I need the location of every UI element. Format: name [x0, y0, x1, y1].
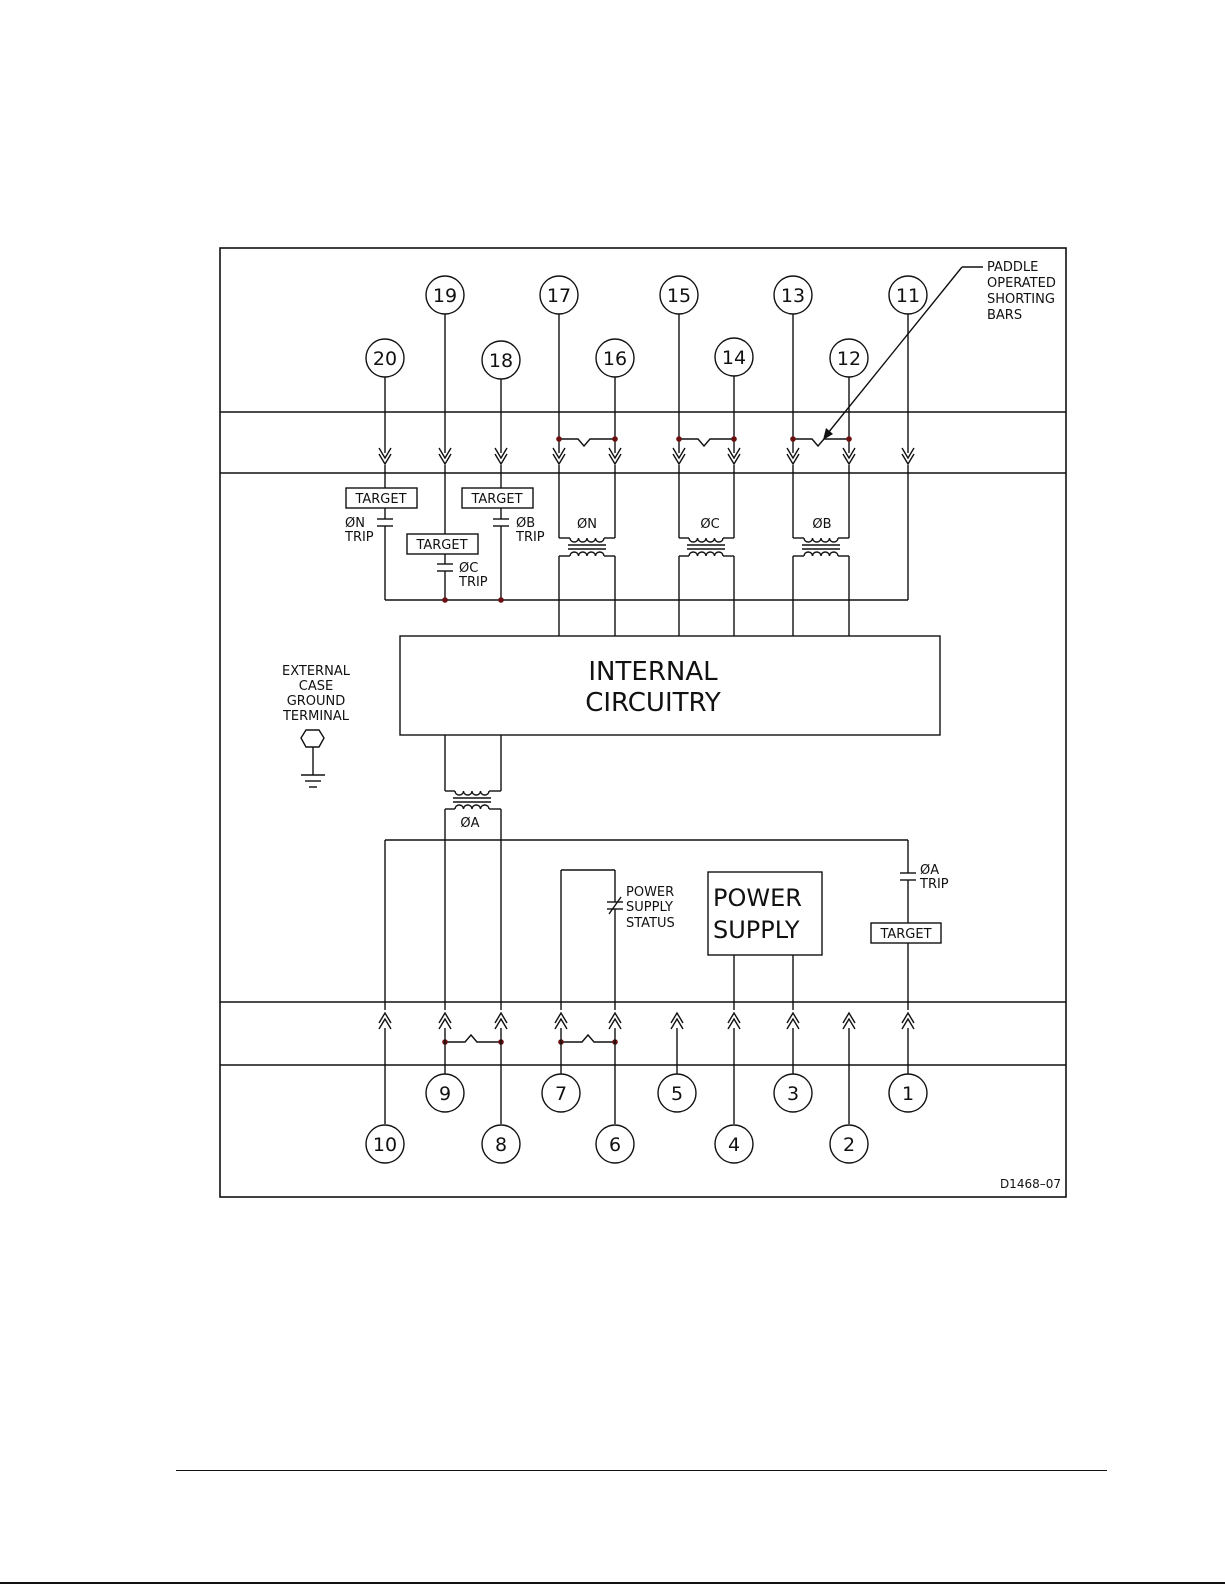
svg-text:TARGET: TARGET	[415, 538, 467, 553]
svg-text:17: 17	[547, 285, 571, 307]
svg-text:POWER: POWER	[713, 884, 802, 912]
svg-text:12: 12	[837, 348, 861, 370]
svg-text:EXTERNAL: EXTERNAL	[282, 664, 351, 679]
svg-text:POWER: POWER	[626, 885, 674, 900]
terminal-14[interactable]: 14	[715, 338, 753, 376]
transformer-b: ØB	[793, 465, 849, 636]
terminal-5[interactable]: 5	[658, 1074, 696, 1112]
svg-text:16: 16	[603, 348, 627, 370]
shorting-bar-13-12	[790, 436, 852, 446]
terminal-18[interactable]: 18	[482, 341, 520, 379]
svg-text:14: 14	[722, 347, 746, 369]
svg-text:18: 18	[489, 350, 513, 372]
terminal-10[interactable]: 10	[366, 1125, 404, 1163]
svg-text:PADDLE: PADDLE	[987, 260, 1038, 275]
svg-text:STATUS: STATUS	[626, 916, 675, 931]
shorting-bar-15-14	[676, 436, 737, 446]
svg-text:ØN: ØN	[577, 517, 597, 532]
svg-text:1: 1	[902, 1083, 914, 1105]
svg-text:8: 8	[495, 1134, 507, 1156]
target-b: TARGET	[462, 488, 533, 508]
svg-text:20: 20	[373, 348, 397, 370]
svg-text:INTERNAL: INTERNAL	[588, 657, 718, 687]
svg-text:OPERATED: OPERATED	[987, 276, 1056, 291]
target-c: TARGET	[407, 534, 478, 554]
target-a: TARGET	[871, 923, 941, 943]
terminal-12[interactable]: 12	[830, 339, 868, 377]
terminal-3[interactable]: 3	[774, 1074, 812, 1112]
svg-text:13: 13	[781, 285, 805, 307]
svg-text:ØA: ØA	[460, 816, 479, 831]
svg-text:ØN: ØN	[345, 516, 365, 531]
trip-contact-n: ØN TRIP	[344, 465, 393, 600]
transformer-n: ØN	[559, 465, 615, 636]
terminal-7[interactable]: 7	[542, 1074, 580, 1112]
svg-text:TRIP: TRIP	[919, 877, 949, 892]
svg-text:TARGET: TARGET	[354, 492, 406, 507]
svg-text:2: 2	[843, 1134, 855, 1156]
ground-terminal: EXTERNAL CASE GROUND TERMINAL	[282, 664, 351, 787]
svg-text:TARGET: TARGET	[470, 492, 522, 507]
svg-text:5: 5	[671, 1083, 683, 1105]
power-supply-block: POWER SUPPLY	[708, 872, 822, 1010]
svg-text:10: 10	[373, 1134, 397, 1156]
svg-text:4: 4	[728, 1134, 740, 1156]
svg-text:SHORTING: SHORTING	[987, 292, 1055, 307]
top-terminals: 20 19 18 17 16 15 14 13	[366, 276, 927, 379]
target-n: TARGET	[346, 488, 417, 508]
transformer-c: ØC	[679, 465, 734, 636]
svg-text:3: 3	[787, 1083, 799, 1105]
svg-text:ØC: ØC	[700, 517, 719, 532]
bottom-connector-arrows	[379, 1013, 914, 1029]
svg-text:9: 9	[439, 1083, 451, 1105]
svg-text:GROUND: GROUND	[287, 694, 346, 709]
svg-text:SUPPLY: SUPPLY	[713, 916, 800, 944]
svg-text:TRIP: TRIP	[458, 575, 488, 590]
top-connector-arrows	[379, 448, 914, 464]
power-supply-status-contact: POWER SUPPLY STATUS	[561, 870, 675, 1010]
svg-text:15: 15	[667, 285, 691, 307]
svg-text:ØC: ØC	[459, 561, 478, 576]
svg-text:19: 19	[433, 285, 457, 307]
shorting-bar-9-8	[442, 1035, 504, 1045]
drawing-number: D1468–07	[1000, 1177, 1061, 1191]
trip-contact-c: ØC TRIP	[437, 465, 488, 600]
terminal-16[interactable]: 16	[596, 339, 634, 377]
terminal-2[interactable]: 2	[830, 1125, 868, 1163]
svg-text:TRIP: TRIP	[344, 530, 374, 545]
terminal-20[interactable]: 20	[366, 339, 404, 377]
svg-text:TERMINAL: TERMINAL	[282, 709, 350, 724]
svg-text:ØB: ØB	[516, 516, 535, 531]
svg-text:ØB: ØB	[812, 517, 831, 532]
terminal-1[interactable]: 1	[889, 1074, 927, 1112]
shorting-bar-17-16	[556, 436, 618, 446]
bottom-terminals: 10 9 8 7 6 5 4 3	[366, 1074, 927, 1163]
terminal-15[interactable]: 15	[660, 276, 698, 314]
terminal-19[interactable]: 19	[426, 276, 464, 314]
svg-text:CIRCUITRY: CIRCUITRY	[585, 688, 721, 718]
svg-text:6: 6	[609, 1134, 621, 1156]
terminal-8[interactable]: 8	[482, 1125, 520, 1163]
svg-text:BARS: BARS	[987, 308, 1022, 323]
footer-rule	[176, 1470, 1107, 1471]
svg-text:ØA: ØA	[920, 863, 939, 878]
svg-text:TRIP: TRIP	[515, 530, 545, 545]
terminal-17[interactable]: 17	[540, 276, 578, 314]
shorting-bar-7-6	[558, 1035, 618, 1045]
svg-text:SUPPLY: SUPPLY	[626, 900, 673, 915]
trip-contact-b: ØB TRIP	[493, 465, 545, 600]
terminal-11[interactable]: 11	[889, 276, 927, 314]
svg-text:CASE: CASE	[299, 679, 333, 694]
svg-text:TARGET: TARGET	[879, 927, 931, 942]
terminal-6[interactable]: 6	[596, 1125, 634, 1163]
page-bottom-rule	[0, 1582, 1225, 1584]
svg-text:11: 11	[896, 285, 920, 307]
terminal-4[interactable]: 4	[715, 1125, 753, 1163]
terminal-9[interactable]: 9	[426, 1074, 464, 1112]
internal-circuitry-block: INTERNAL CIRCUITRY	[400, 636, 940, 735]
terminal-13[interactable]: 13	[774, 276, 812, 314]
transformer-a: ØA	[445, 735, 501, 1010]
svg-text:7: 7	[555, 1083, 567, 1105]
